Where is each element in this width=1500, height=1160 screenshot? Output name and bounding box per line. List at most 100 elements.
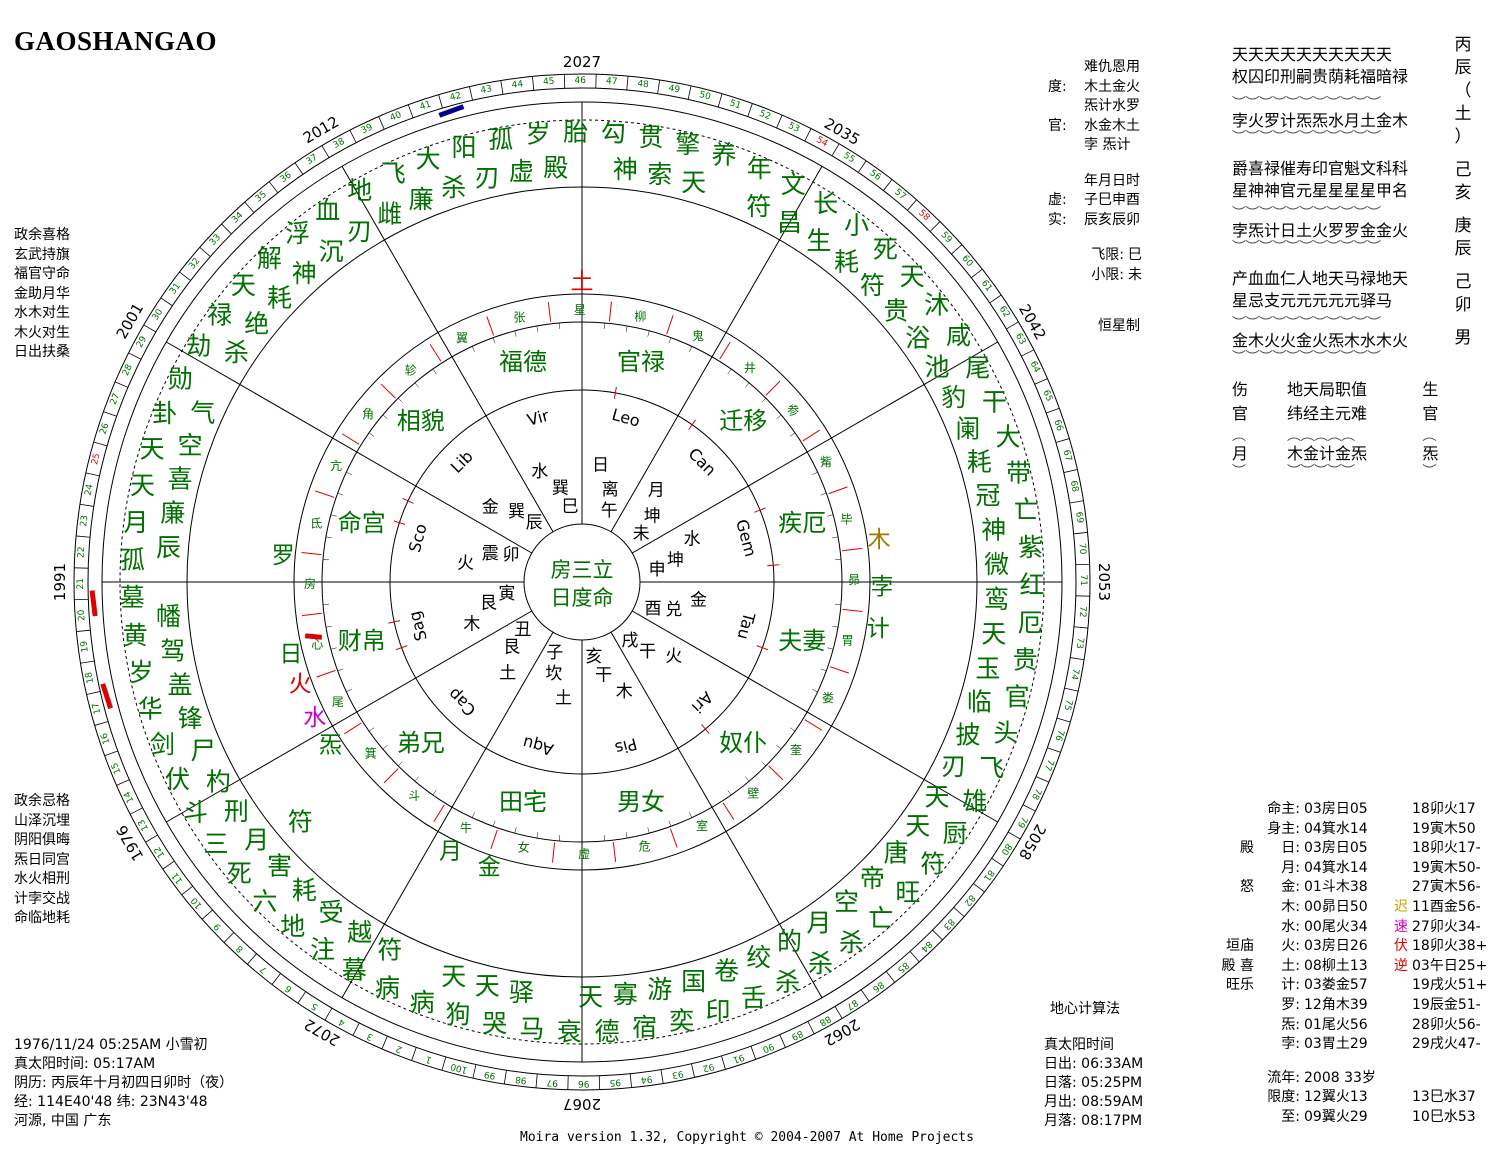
age-tick xyxy=(381,1035,388,1050)
star-name: 血 xyxy=(315,196,340,225)
mansion-divider xyxy=(344,722,362,735)
star-name: 天 xyxy=(130,471,155,500)
age-tick xyxy=(349,129,357,143)
star-name: 杀 xyxy=(808,949,833,978)
age-label: 63 xyxy=(1013,332,1027,347)
mansion-name: 房 xyxy=(304,576,316,591)
side-char: 亥 xyxy=(1454,183,1472,203)
age-tick xyxy=(953,907,965,917)
star-name: 天 xyxy=(900,262,925,291)
mansion-divider xyxy=(722,802,735,820)
motion-mark xyxy=(1390,996,1412,1016)
star-name: 廉 xyxy=(160,498,185,527)
age-tick xyxy=(721,1055,726,1070)
age-label: 79 xyxy=(1015,814,1029,829)
planet-glyph: 炁 xyxy=(319,732,342,758)
star-name: 厨 xyxy=(943,819,968,848)
mansion-divider xyxy=(316,669,336,678)
age-tick xyxy=(971,268,983,279)
degree-tick xyxy=(337,492,344,496)
zodiac-sign: Cap xyxy=(444,684,479,719)
planet-glyph: 火 xyxy=(289,672,312,698)
left-top-list: 政余喜格玄武持旗福官守命金助月华水木对生木火对生日出扶桑 xyxy=(14,226,70,363)
top-info-label: 官: xyxy=(1048,117,1067,134)
age-label: 95 xyxy=(609,1077,621,1088)
house-name: 奴仆 xyxy=(719,729,767,757)
age-label: 51 xyxy=(728,98,742,111)
panel-row: 天天天天天天天天天天 xyxy=(1232,45,1393,64)
col-head: 官 xyxy=(1232,404,1249,423)
star-name: 浴 xyxy=(905,324,930,353)
planet-mansion: 00尾火34 xyxy=(1304,918,1368,935)
age-tick xyxy=(532,76,535,91)
motion-mark xyxy=(1390,976,1412,996)
dignity-label xyxy=(1140,1035,1260,1055)
birth-info-line: 经: 114E40'48 纬: 23N43'48 xyxy=(14,1094,208,1110)
mansion-divider xyxy=(829,666,850,674)
degree-tick xyxy=(668,820,672,827)
star-name: 生 xyxy=(806,227,831,256)
age-tick xyxy=(1021,349,1035,357)
age-tick xyxy=(776,114,783,129)
house-marker xyxy=(688,419,696,430)
wave-line: ︶︶︶︶︶︶︶︶︶︶︶ xyxy=(1232,130,1381,146)
age-label: 48 xyxy=(637,79,650,90)
motion-mark xyxy=(1390,878,1412,898)
age-label: 5 xyxy=(310,1000,320,1012)
age-label: 20 xyxy=(77,609,88,621)
house-marker xyxy=(388,620,401,624)
age-tick xyxy=(626,76,629,91)
middle-col: 地天局职值 纬经主元难 ︵︵︵︵︵ 木金计金炁 ︶︶︶︶︶ xyxy=(1287,378,1422,479)
house-element: 水 xyxy=(531,462,548,482)
col-head: 伤 xyxy=(1232,380,1249,399)
dignity-label: 垣庙 xyxy=(1226,938,1254,955)
star-name: 池 xyxy=(924,353,949,382)
star-name: 华 xyxy=(138,695,163,724)
house-name: 疾厄 xyxy=(778,509,826,537)
star-name: 神 xyxy=(613,155,638,184)
degree-tick xyxy=(603,322,605,329)
degree-tick xyxy=(820,668,827,672)
planet-name: 火: xyxy=(1281,938,1300,955)
mansion-divider xyxy=(429,344,442,362)
mansion-name: 星 xyxy=(574,303,586,317)
star-name: 劫 xyxy=(186,332,211,361)
degree-tick xyxy=(432,368,437,375)
star-name: 天 xyxy=(905,811,930,840)
degree-tick xyxy=(827,514,834,517)
house-branch: 申 xyxy=(649,560,666,580)
mansion-divider xyxy=(828,486,848,495)
age-label: 76 xyxy=(1052,728,1065,742)
sun-moon-line: 月落: 08:17PM xyxy=(1044,1113,1143,1129)
motion-mark xyxy=(1390,1016,1412,1036)
star-name: 昌 xyxy=(777,208,802,237)
panel-row: 爵喜禄催寿印官魁文科科 xyxy=(1232,159,1409,178)
star-name: 月 xyxy=(806,908,831,937)
dignity-label xyxy=(1140,996,1260,1016)
star-name: 神 xyxy=(981,515,1006,544)
age-tick xyxy=(831,143,840,157)
mansion-name: 斗 xyxy=(408,789,420,803)
star-name: 天 xyxy=(924,782,949,811)
degree-tick xyxy=(789,432,796,437)
house-trigram: 干 xyxy=(595,666,612,686)
age-label: 49 xyxy=(668,84,681,96)
col-value: 月 xyxy=(1232,444,1249,463)
degree-tick xyxy=(761,397,767,403)
planet-glyph: 水 xyxy=(303,705,326,731)
panel-row: 孛火罗计炁炁水月土金木 xyxy=(1232,111,1409,130)
age-tick xyxy=(116,779,130,786)
age-label: 45 xyxy=(543,77,555,88)
planet-glyph: 孛 xyxy=(870,574,893,600)
age-label: 10 xyxy=(189,895,204,910)
star-name: 天 xyxy=(981,620,1006,649)
star-name: 雄 xyxy=(962,787,987,816)
star-name: 符 xyxy=(860,271,885,300)
age-tick xyxy=(857,160,867,173)
planet-mansion: 00昴日50 xyxy=(1304,898,1368,915)
degree-tick xyxy=(397,761,403,767)
age-label: 50 xyxy=(698,90,712,103)
mansion-name: 壁 xyxy=(747,785,759,800)
dignity-label: 怒 xyxy=(1240,879,1254,896)
